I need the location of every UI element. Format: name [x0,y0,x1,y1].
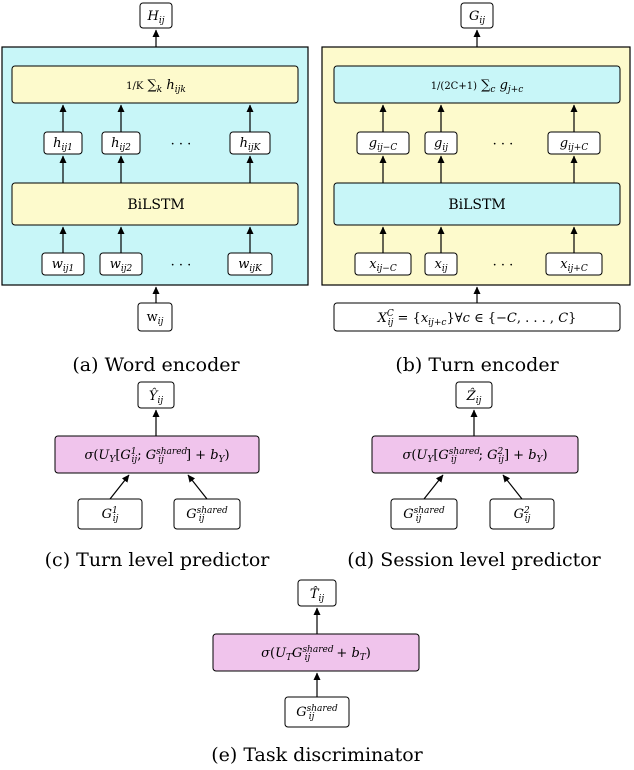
word-encoder-bilstm-box [11,182,299,226]
word-encoder-input-row: wij1 wij2 · · · wijK [41,252,273,276]
turn-encoder-bilstm-label: BiLSTM [448,197,505,213]
task-discriminator-output-box [297,579,337,607]
caption-turn-predictor: (c) Turn level predictor [45,549,271,571]
caption-turn-encoder: (b) Turn encoder [395,354,559,376]
turn-predictor-output-box [137,381,175,409]
word-source-box [137,302,173,332]
turn-encoder-output-box [460,2,494,29]
session-predictor-formula-box [371,435,579,474]
word-encoder-average-box [11,65,299,104]
caption-session-predictor: (d) Session level predictor [347,549,601,571]
word-encoder-average-label: 1/K ∑k hijk [126,78,186,95]
hidden-state-ellipsis: · · · [493,137,514,152]
word-encoder-panel: Hij 1/K ∑k hijk hij1 hij2 · · · hijK BiL… [1,2,309,332]
turn-encoder-average-label: 1/(2C+1) ∑c gj+c [431,78,524,95]
turn-input-ellipsis: · · · [493,258,514,273]
caption-task-discriminator: (e) Task discriminator [211,744,423,766]
word-encoder-hidden-row: hij1 hij2 · · · hijK [43,131,271,155]
caption-word-encoder: (a) Word encoder [72,354,240,376]
hidden-state-ellipsis: · · · [171,137,192,152]
word-input-ellipsis: · · · [171,258,192,273]
turn-encoder-panel: Gij 1/(2C+1) ∑c gj+c gij−C gij · · · gij… [321,2,631,332]
task-discriminator-formula-box [212,633,420,672]
word-encoder-output-box [139,2,173,29]
session-predictor-output-box [455,381,493,409]
turn-predictor-formula-box [54,435,260,474]
word-encoder-bilstm-label: BiLSTM [127,197,184,213]
turn-encoder-bilstm-box [333,182,621,226]
turn-encoder-input-row: xij−C xij · · · xij+C [354,252,603,276]
turn-encoder-hidden-row: gij−C gij · · · gij+C [356,131,601,155]
turn-encoder-average-box [333,65,621,104]
